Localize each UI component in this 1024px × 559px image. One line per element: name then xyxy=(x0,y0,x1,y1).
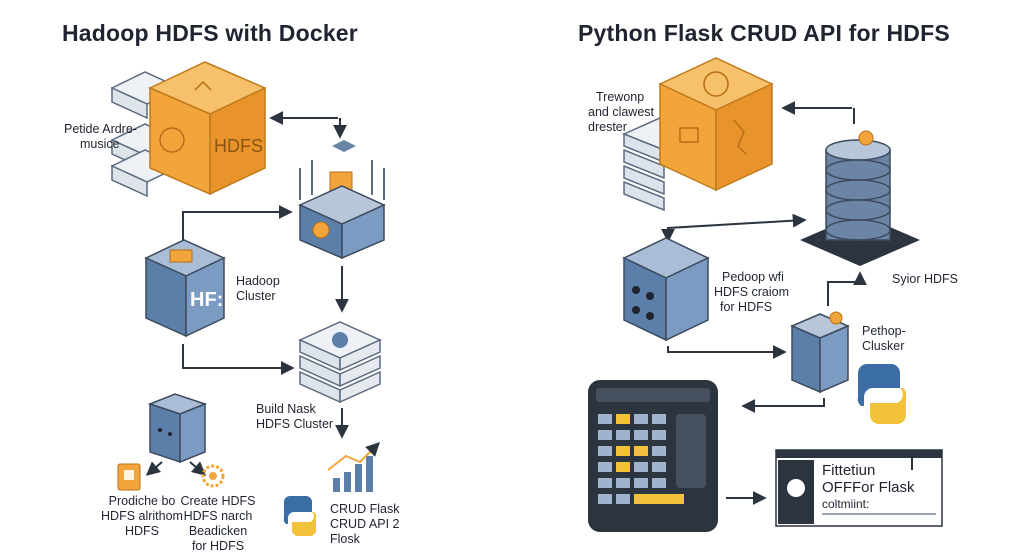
pedoop-cube-icon xyxy=(622,237,710,342)
database-icon xyxy=(800,130,920,266)
build-cluster-label: Build Nask HDFS Cluster xyxy=(256,402,333,432)
syior-hdfs-label: Syior HDFS xyxy=(892,272,958,286)
bottom-middle-label-line-1: Create HDFS xyxy=(180,494,256,508)
app-window-text-line-1: Fittetiun xyxy=(822,462,876,479)
build-server-stack-icon xyxy=(298,321,382,404)
right-top-label-line-2: and clawest xyxy=(588,105,655,119)
hadoop-cube-text: HF: xyxy=(190,289,223,311)
bottom-middle-label: Create HDFS HDFS narch Beadicken for HDF… xyxy=(176,494,260,554)
pedoop-label-line-3: for HDFS xyxy=(720,300,773,314)
python-logo-icon xyxy=(283,496,317,536)
orange-cube-icon xyxy=(658,57,774,192)
bottom-right-label-line-2: CRUD API 2 xyxy=(330,517,400,531)
pethop-cluster-label-line-2: Clusker xyxy=(862,339,905,353)
bottom-left-label: Prodiche bo HDFS alrithom HDFS xyxy=(96,494,188,539)
hdfs-cube-text: HDFS xyxy=(214,136,263,156)
app-window-text-line-2: OFFFor Flask xyxy=(822,479,915,496)
hadoop-cluster-label: Hadoop Cluster xyxy=(236,274,280,304)
cluster-server-icon xyxy=(790,311,850,394)
build-cluster-label-line-1: Build Nask xyxy=(256,402,316,416)
right-top-label: Trewonp and clawest drester xyxy=(588,90,654,135)
bottom-right-label: CRUD Flask CRUD API 2 Flosk xyxy=(330,502,399,547)
bar-chart-icon xyxy=(327,442,380,492)
bottom-right-label-line-1: CRUD Flask xyxy=(330,502,400,516)
keypad-device-icon xyxy=(588,380,718,532)
pethop-cluster-label: Pethop- Clusker xyxy=(862,324,906,354)
hadoop-cluster-label-line-1: Hadoop xyxy=(236,274,280,288)
right-top-label-line-3: drester xyxy=(588,120,627,134)
left-top-label-line-2: musice xyxy=(80,137,120,151)
pedoop-label-line-1: Pedoop wfi xyxy=(722,270,784,284)
bottom-middle-label-line-2: HDFS narch xyxy=(183,509,253,523)
left-top-label: Petide Ardre- musice xyxy=(64,122,137,152)
right-top-label-line-1: Trewonp xyxy=(596,90,645,104)
hadoop-cluster-cube-icon xyxy=(144,239,226,338)
container-bot-icon xyxy=(147,393,208,464)
bottom-middle-label-line-4: for HDFS xyxy=(191,539,245,553)
bottom-left-label-line-2: HDFS alrithom xyxy=(101,509,183,523)
container-cube-icon xyxy=(298,140,386,260)
build-cluster-label-line-2: HDFS Cluster xyxy=(256,417,334,431)
left-title: Hadoop HDFS with Docker xyxy=(62,20,358,46)
pedoop-label-line-2: HDFS craiom xyxy=(714,285,790,299)
bottom-right-label-line-3: Flosk xyxy=(330,532,360,546)
document-icon xyxy=(117,463,141,491)
app-window-icon xyxy=(775,449,943,527)
right-title: Python Flask CRUD API for HDFS xyxy=(578,20,950,46)
bottom-left-label-line-1: Prodiche bo xyxy=(108,494,176,508)
bottom-left-label-line-3: HDFS xyxy=(124,524,160,538)
gear-icon xyxy=(201,464,225,488)
left-top-label-line-1: Petide Ardre- xyxy=(64,122,137,136)
python-logo-right-icon xyxy=(857,364,907,424)
pedoop-label: Pedoop wfi HDFS craiom for HDFS xyxy=(714,270,789,315)
bottom-middle-label-line-3: Beadicken xyxy=(188,524,248,538)
app-window-text-line-3: coltmiint: xyxy=(822,497,870,511)
pethop-cluster-label-line-1: Pethop- xyxy=(862,324,906,338)
app-window-text: Fittetiun OFFFor Flask coltmiint: xyxy=(822,462,915,513)
hdfs-cube-icon xyxy=(148,61,267,196)
hadoop-cluster-label-line-2: Cluster xyxy=(236,289,276,303)
